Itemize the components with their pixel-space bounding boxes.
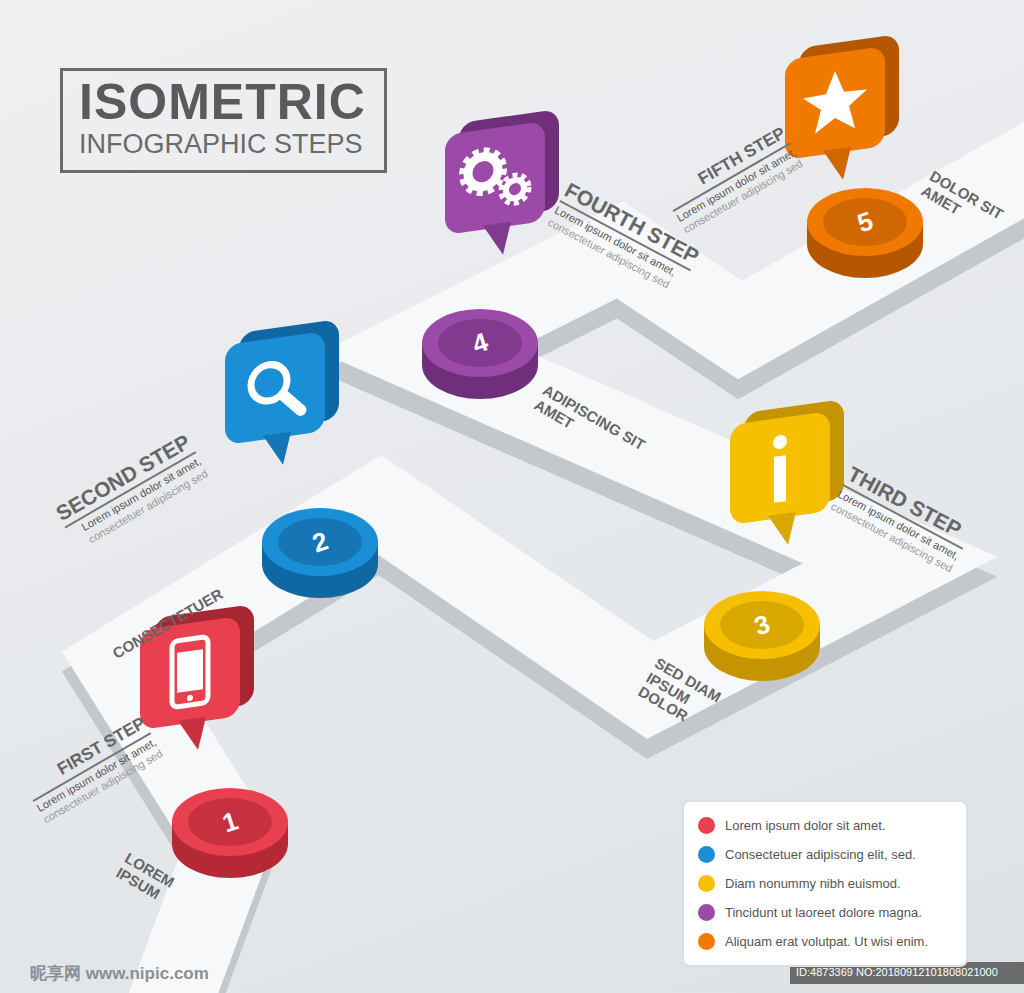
legend-swatch [698,846,715,863]
legend-text: Tincidunt ut laoreet dolore magna. [725,905,922,920]
legend-row: Diam nonummy nibh euismod. [698,869,966,898]
subtitle-text: INFOGRAPHIC STEPS [79,129,366,160]
legend-text: Aliquam erat volutpat. Ut wisi enim. [725,934,928,949]
watermark-id: ID:4873369 NO:20180912101808021000 [796,966,998,978]
step-number: 4 [468,326,491,359]
step-caption: FIFTH STEPLorem ipsum dolor sit amet,con… [662,124,806,237]
legend-row: Lorem ipsum dolor sit amet. [698,811,966,840]
step-number: 5 [853,205,876,238]
title-text: ISOMETRIC [79,77,366,127]
step-caption: FIRST STEPLorem ipsum dolor sit amet,con… [22,714,166,827]
legend-text: Consectetuer adipiscing elit, sed. [725,847,916,862]
legend-swatch [698,933,715,950]
step-number: 1 [218,805,241,838]
step-number: 3 [750,608,773,641]
step-number: 2 [308,525,331,558]
legend-text: Diam nonummy nibh euismod. [725,876,901,891]
legend-swatch [698,904,715,921]
legend-box: Lorem ipsum dolor sit amet. Consectetuer … [682,800,968,967]
legend-row: Aliquam erat volutpat. Ut wisi enim. [698,927,966,956]
step-caption: SECOND STEPLorem ipsum dolor sit amet,co… [52,430,211,554]
title-box: ISOMETRICINFOGRAPHIC STEPS [60,68,387,173]
legend-swatch [698,875,715,892]
watermark: 昵享网 www.nipic.com [30,962,209,985]
legend-text: Lorem ipsum dolor sit amet. [725,818,885,833]
legend-row: Consectetuer adipiscing elit, sed. [698,840,966,869]
legend-row: Tincidunt ut laoreet dolore magna. [698,898,966,927]
legend-swatch [698,817,715,834]
